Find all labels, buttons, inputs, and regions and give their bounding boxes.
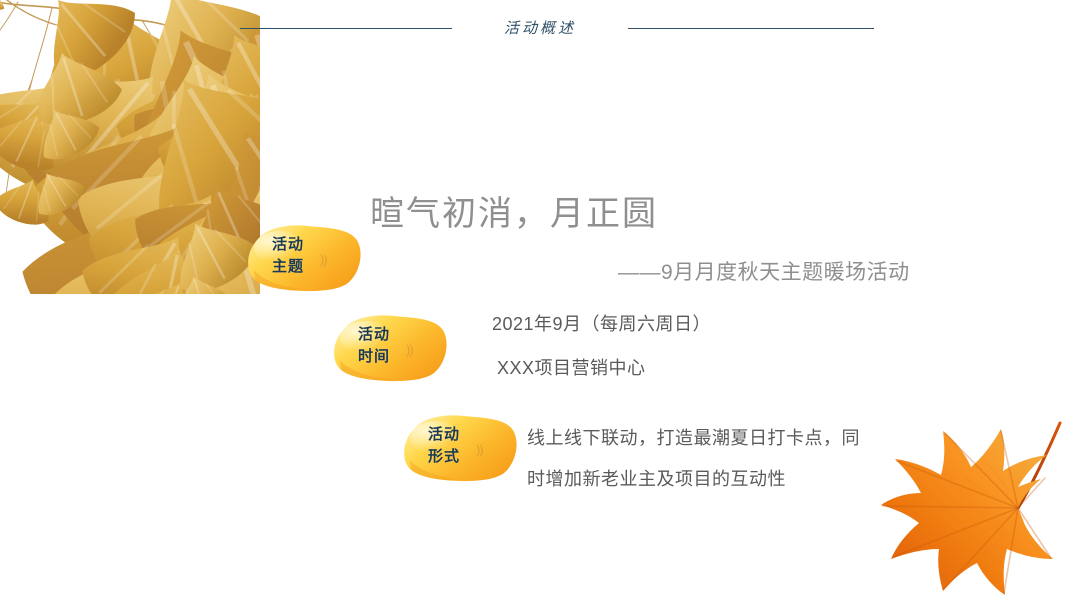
badge-wave-icon: )) [406,342,414,357]
badge-line-2: 形式 [428,448,461,465]
badge-activity-time: 活动 时间 )) [332,312,450,384]
main-subtitle: ——9月月度秋天主题暖场活动 [618,261,910,284]
slide-header: 活动概述 [0,0,1080,58]
activity-time-line-2: XXX项目营销中心 [497,358,646,378]
maple-leaf-icon [855,405,1080,608]
badge-activity-format: 活动 形式 )) [402,412,520,484]
activity-format-line-2: 时增加新老业主及项目的互动性 [527,469,786,489]
page-title: 活动概述 [503,21,576,37]
badge-activity-theme: 活动 主题 )) [246,222,364,294]
main-title: 暄气初消，月正圆 [370,195,658,233]
badge-label: 活动 形式 [428,424,460,468]
badge-line-2: 主题 [272,258,305,275]
badge-label: 活动 时间 [358,324,390,368]
header-rule-right [628,28,874,29]
badge-wave-icon: )) [476,442,484,457]
badge-line-1: 活动 [358,326,391,343]
activity-time-line-1: 2021年9月（每周六周日） [492,314,712,334]
header-rule-left [240,28,452,29]
activity-format-line-1: 线上线下联动，打造最潮夏日打卡点，同 [527,428,860,448]
badge-line-1: 活动 [272,236,305,253]
watercolor-blob-icon [404,415,517,482]
watercolor-blob-icon [334,315,447,382]
badge-line-2: 时间 [358,348,391,365]
watercolor-blob-icon [248,225,361,292]
badge-wave-icon: )) [320,252,328,267]
badge-label: 活动 主题 [272,234,304,278]
badge-line-1: 活动 [428,426,461,443]
